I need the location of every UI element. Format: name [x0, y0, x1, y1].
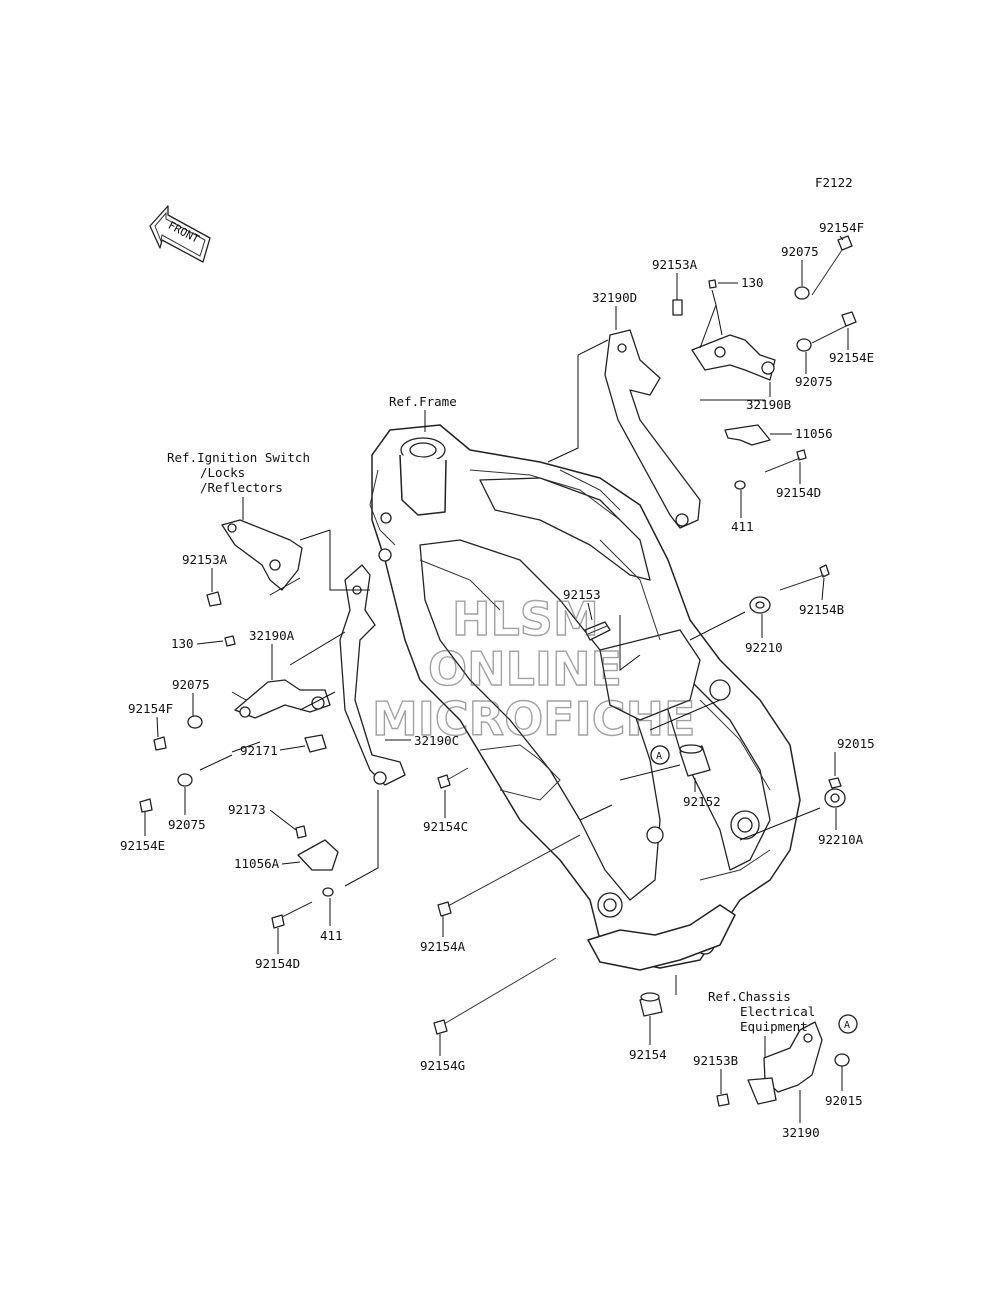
long-bolts: [433, 767, 663, 1035]
label-92153: 92153: [563, 587, 601, 602]
label-32190: 32190: [782, 1125, 820, 1140]
svg-text:A: A: [844, 1020, 850, 1031]
label-92075-left: 92075: [172, 677, 210, 692]
label-92075-left2: 92075: [168, 817, 206, 832]
marker-a-chassis: A: [838, 1014, 858, 1034]
label-411-left: 411: [320, 928, 343, 943]
label-11056A: 11056A: [234, 856, 280, 871]
ref-ignition-line-2: /Locks: [200, 465, 245, 480]
label-92153A-left: 92153A: [182, 552, 228, 567]
label-130-left: 130: [171, 636, 194, 651]
label-11056: 11056: [795, 426, 833, 441]
figure-code: F2122: [815, 175, 853, 190]
label-32190D: 32190D: [592, 290, 637, 305]
marker-a-frame: A: [650, 745, 670, 765]
label-130-top: 130: [741, 275, 764, 290]
ref-chassis-line-2: Electrical: [740, 1004, 815, 1019]
label-92075-top: 92075: [781, 244, 819, 259]
label-92015-bottom: 92015: [825, 1093, 863, 1108]
label-92154F-top: 92154F: [819, 220, 864, 235]
watermark-line-3: MICROFICHE: [372, 692, 695, 746]
label-411-right: 411: [731, 519, 754, 534]
ref-ignition-line-1: Ref.Ignition Switch: [167, 450, 310, 465]
label-92152: 92152: [683, 794, 721, 809]
label-92154B: 92154B: [799, 602, 844, 617]
main-frame: [369, 424, 801, 971]
label-92171: 92171: [240, 743, 278, 758]
left-mount-assembly: [139, 519, 406, 929]
label-32190A: 32190A: [249, 628, 295, 643]
label-92154F-left: 92154F: [128, 701, 173, 716]
label-92154: 92154: [629, 1047, 667, 1062]
front-arrow-icon: FRONT: [149, 205, 211, 263]
svg-text:A: A: [656, 751, 662, 762]
watermark: HLSM ONLINE MICROFICHE: [371, 591, 696, 746]
label-92154E-top: 92154E: [829, 350, 874, 365]
ref-chassis-line-3: Equipment: [740, 1019, 808, 1034]
watermark-line-1: HLSM: [452, 592, 599, 646]
label-92210A: 92210A: [818, 832, 864, 847]
part-labels: 92154F 92075 92153A 130 32190D 92154E 92…: [120, 220, 875, 1140]
label-32190B: 32190B: [746, 397, 791, 412]
label-92154D-left: 92154D: [255, 956, 300, 971]
label-92153B: 92153B: [693, 1053, 738, 1068]
right-mount-assembly: [584, 235, 857, 808]
label-32190C: 32190C: [414, 733, 459, 748]
label-92210: 92210: [745, 640, 783, 655]
watermark-line-2: ONLINE: [428, 642, 622, 696]
label-92154A: 92154A: [420, 939, 466, 954]
label-92173: 92173: [228, 802, 266, 817]
label-92015-right: 92015: [837, 736, 875, 751]
label-92153A-top: 92153A: [652, 257, 698, 272]
ref-ignition-line-3: /Reflectors: [200, 480, 283, 495]
label-92154C: 92154C: [423, 819, 468, 834]
label-92154E-left: 92154E: [120, 838, 165, 853]
ref-chassis-line-1: Ref.Chassis: [708, 989, 791, 1004]
label-92154D-right: 92154D: [776, 485, 821, 500]
ref-frame-label: Ref.Frame: [389, 394, 457, 409]
label-92154G: 92154G: [420, 1058, 465, 1073]
label-92075-mid: 92075: [795, 374, 833, 389]
